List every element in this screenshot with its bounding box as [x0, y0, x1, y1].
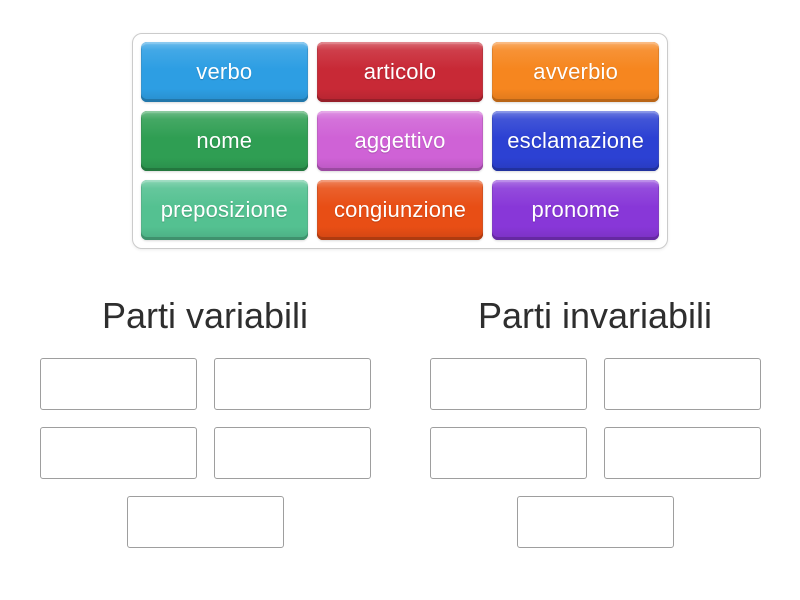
empty-slot-variabili-2[interactable]	[213, 358, 371, 410]
tile-preposizione[interactable]: preposizione	[141, 180, 308, 240]
tile-tray: verbo articolo avverbio nome aggettivo e…	[132, 33, 668, 249]
empty-slot-variabili-4[interactable]	[213, 427, 371, 479]
tile-nome[interactable]: nome	[141, 111, 308, 171]
tile-aggettivo[interactable]: aggettivo	[316, 111, 484, 171]
group-title-variabili: Parti variabili	[101, 295, 309, 336]
slot-grid-invariabili	[429, 358, 761, 548]
tile-pronome[interactable]: pronome	[492, 180, 659, 240]
group-title-invariabili: Parti invariabili	[477, 295, 713, 336]
empty-slot-invariabili-4[interactable]	[603, 427, 761, 479]
group-parti-invariabili: Parti invariabili	[429, 295, 761, 548]
tile-verbo[interactable]: verbo	[141, 42, 308, 102]
tile-esclamazione[interactable]: esclamazione	[492, 111, 659, 171]
slot-grid-variabili	[39, 358, 371, 548]
group-parti-variabili: Parti variabili	[39, 295, 371, 548]
empty-slot-invariabili-3[interactable]	[429, 427, 587, 479]
tile-congiunzione[interactable]: congiunzione	[316, 180, 484, 240]
group-sort-area: Parti variabili Parti invariabili	[0, 295, 800, 548]
empty-slot-invariabili-5[interactable]	[516, 496, 674, 548]
tile-articolo[interactable]: articolo	[316, 42, 484, 102]
empty-slot-invariabili-2[interactable]	[603, 358, 761, 410]
tile-avverbio[interactable]: avverbio	[492, 42, 659, 102]
empty-slot-invariabili-1[interactable]	[429, 358, 587, 410]
empty-slot-variabili-3[interactable]	[39, 427, 197, 479]
empty-slot-variabili-5[interactable]	[126, 496, 284, 548]
empty-slot-variabili-1[interactable]	[39, 358, 197, 410]
